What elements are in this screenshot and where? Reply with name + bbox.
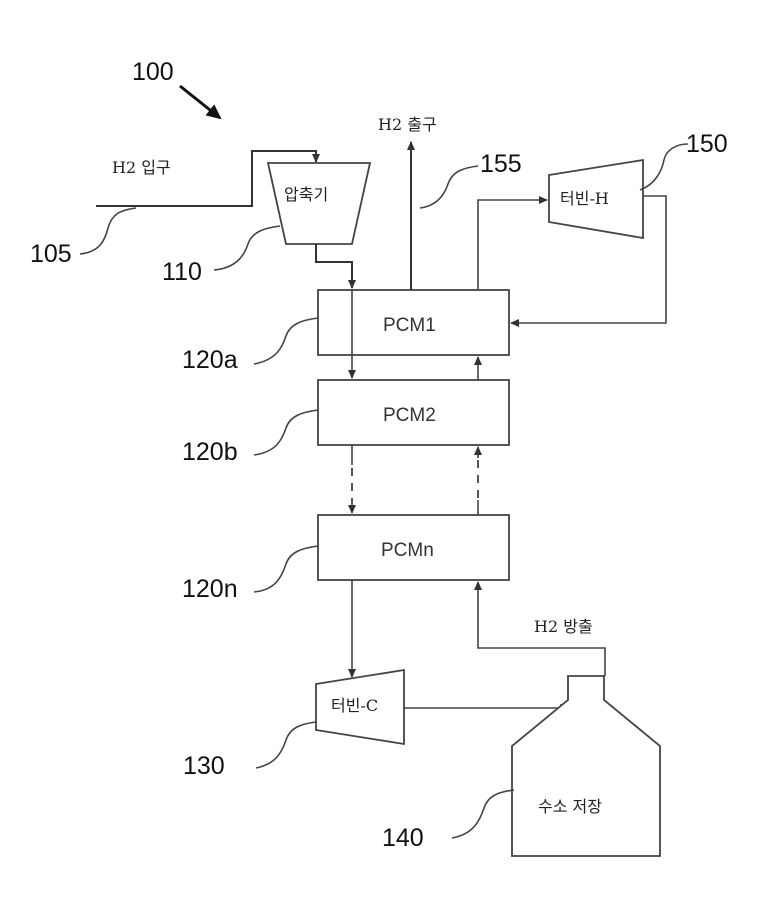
leader-120b — [254, 410, 318, 455]
ref-155: 155 — [480, 150, 522, 178]
leader-155 — [420, 166, 478, 208]
h2-release-label: H2 방출 — [534, 617, 593, 636]
ref-140: 140 — [382, 824, 424, 852]
system-pointer-arrow — [180, 86, 220, 118]
h2-inlet-label: H2 입구 — [112, 158, 171, 177]
leader-150 — [640, 144, 688, 190]
ref-100: 100 — [132, 58, 174, 86]
hydrogen-storage-tank — [512, 676, 660, 856]
leader-120n — [254, 546, 318, 592]
ref-120n: 120n — [182, 575, 238, 603]
ref-120a: 120a — [182, 346, 238, 374]
compressor-label: 압축기 — [284, 185, 328, 204]
pcm2-label: PCM2 — [383, 405, 436, 426]
compressor-outlet-line — [316, 244, 352, 288]
pcm1-label: PCM1 — [383, 315, 436, 336]
h2-outlet-label: H2 출구 — [378, 115, 437, 134]
leader-105 — [80, 208, 136, 254]
turbine-c-label: 터빈-C — [331, 696, 378, 715]
pcmn-label: PCMn — [381, 540, 434, 561]
ref-150: 150 — [686, 130, 728, 158]
ref-130: 130 — [183, 752, 225, 780]
turbine-h-label: 터빈-H — [560, 189, 609, 208]
storage-label: 수소 저장 — [538, 797, 602, 816]
hot-flow-to-turbine-h — [478, 200, 547, 290]
leader-130 — [256, 722, 316, 768]
leader-140 — [452, 790, 514, 838]
ref-105: 105 — [30, 240, 72, 268]
ref-110: 110 — [162, 258, 202, 286]
leader-110 — [214, 226, 280, 270]
ref-120b: 120b — [182, 438, 238, 466]
leader-120a — [254, 318, 318, 364]
